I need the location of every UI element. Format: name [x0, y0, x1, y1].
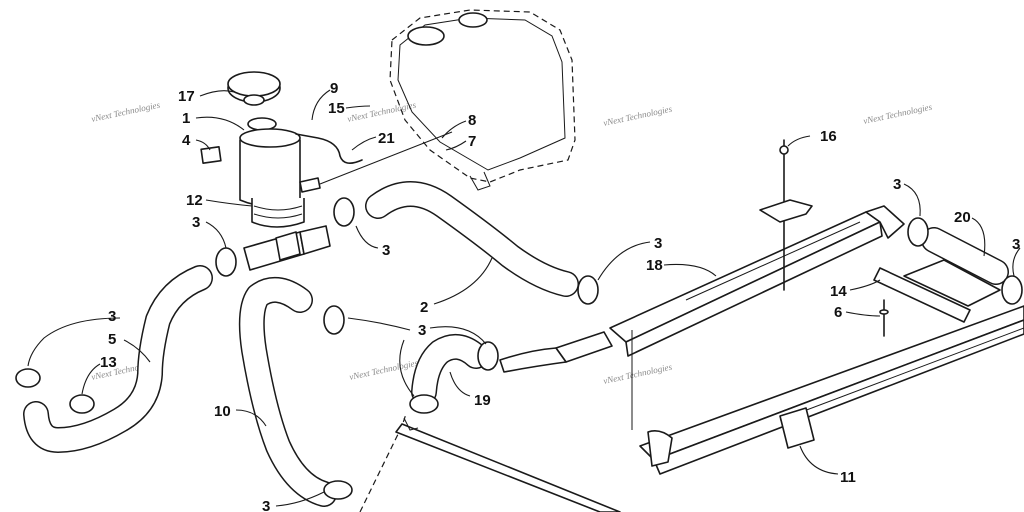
callout-9: 9 — [330, 80, 338, 97]
watermark: vNext Technologies — [862, 102, 933, 126]
hose-5 — [23, 265, 213, 453]
hose-clamp — [1001, 275, 1023, 305]
callout-3: 3 — [262, 498, 270, 512]
hose-19 — [411, 333, 489, 405]
callout-8: 8 — [468, 112, 476, 129]
hose-clamp — [907, 217, 929, 247]
screw-6 — [879, 299, 889, 337]
watermark: vNext Technologies — [90, 100, 161, 124]
heat-exchanger-11 — [639, 305, 1024, 475]
heat-exchanger-18 — [499, 205, 905, 373]
overflow-tube — [295, 133, 363, 164]
hose-clamp — [15, 368, 41, 388]
watermark: vNext Technologies — [602, 104, 673, 128]
radiator-cap — [227, 71, 281, 106]
watermark: vNext Technologies — [346, 100, 417, 124]
bleed-valve-16 — [759, 139, 813, 291]
callout-11: 11 — [840, 469, 856, 486]
hose-clamp — [577, 275, 599, 305]
callout-3: 3 — [418, 322, 426, 339]
hose-clamp — [333, 197, 355, 227]
callout-1: 1 — [182, 110, 190, 127]
callout-20: 20 — [954, 209, 971, 226]
callout-3: 3 — [108, 308, 116, 325]
reservoir-tank — [389, 9, 576, 191]
frame-rail — [359, 413, 621, 512]
watermark: vNext Technologies — [348, 358, 419, 382]
callout-17: 17 — [178, 88, 195, 105]
callout-3: 3 — [192, 214, 200, 231]
callout-21: 21 — [378, 130, 395, 147]
watermark: vNext Technologies — [602, 362, 673, 386]
hose-clamp — [477, 341, 499, 371]
hose-2 — [365, 181, 579, 297]
callout-19: 19 — [474, 392, 491, 409]
hose-20 — [921, 227, 1009, 285]
callout-3: 3 — [1012, 236, 1020, 253]
hose-clamp — [69, 394, 95, 414]
hose-clamp — [409, 394, 439, 414]
callout-14: 14 — [830, 283, 847, 300]
callout-15: 15 — [328, 100, 345, 117]
callout-3: 3 — [654, 235, 662, 252]
callout-2: 2 — [420, 299, 428, 316]
reference-lines — [319, 131, 633, 430]
callout-18: 18 — [646, 257, 663, 274]
callout-3: 3 — [382, 242, 390, 259]
callout-10: 10 — [214, 403, 231, 420]
hose-clamp — [323, 480, 353, 500]
callouts: 17 1 4 12 3 9 15 21 8 7 3 2 3 18 16 3 20 — [27, 80, 1021, 512]
thermostat-tee — [243, 225, 331, 271]
callout-4: 4 — [182, 132, 191, 149]
callout-5: 5 — [108, 331, 116, 348]
callout-6: 6 — [834, 304, 842, 321]
callout-16: 16 — [820, 128, 837, 145]
callout-3: 3 — [893, 176, 901, 193]
callout-13: 13 — [100, 354, 117, 371]
bracket-14 — [873, 259, 1001, 323]
hose-clamp — [215, 247, 237, 277]
hose-clamps — [15, 197, 1023, 500]
callout-7: 7 — [468, 133, 476, 150]
hose-clamp — [323, 305, 345, 335]
filler-neck-assembly — [200, 117, 321, 228]
hose-10 — [238, 277, 337, 507]
callout-12: 12 — [186, 192, 203, 209]
